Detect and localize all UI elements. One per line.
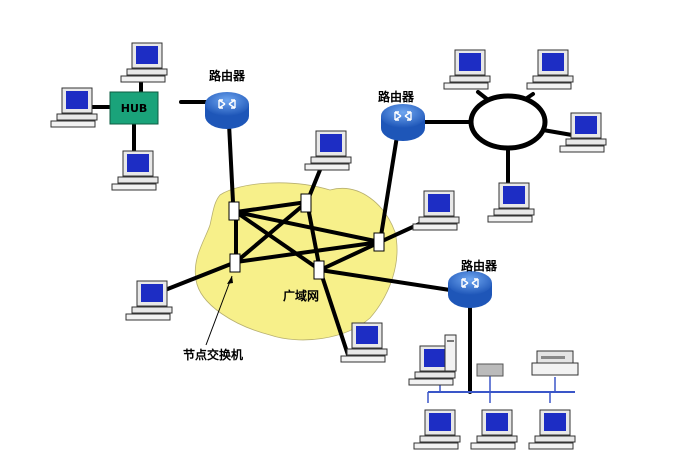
computer-icon: [111, 150, 159, 191]
router-3-label: 路由器: [461, 258, 498, 273]
server-icon: [444, 334, 457, 372]
wan-cloud: [194, 182, 398, 341]
hub-label: HUB: [121, 102, 148, 115]
pointer-arrow: [205, 275, 233, 346]
computer-icon: [125, 280, 173, 321]
computer-icon: [526, 49, 574, 90]
node-switch-5: [373, 232, 385, 252]
router-3-icon: [447, 270, 493, 309]
node-switch-1: [228, 201, 240, 221]
node-switch-2: [300, 193, 312, 213]
computer-icon: [413, 409, 461, 450]
computer-icon: [528, 409, 576, 450]
node-switch-4: [313, 260, 325, 280]
computer-icon: [304, 130, 352, 171]
hub-device: HUB: [109, 91, 159, 125]
wan-label: 广域网: [283, 288, 319, 303]
node-switch-3: [229, 253, 241, 273]
computer-icon: [470, 409, 518, 450]
computer-icon: [487, 182, 535, 223]
ring-network: [468, 93, 548, 151]
router-2-label: 路由器: [378, 89, 415, 104]
printer-icon: [531, 350, 579, 376]
computer-icon: [50, 87, 98, 128]
computer-icon: [443, 49, 491, 90]
router-2-icon: [380, 103, 426, 142]
node-switches: [228, 193, 385, 280]
router-1-label: 路由器: [209, 68, 246, 83]
bus-device-icon: [476, 363, 504, 377]
node-switch-label: 节点交换机: [183, 347, 243, 362]
computer-icon: [120, 42, 168, 83]
computer-icon: [412, 190, 460, 231]
router-1-icon: [204, 91, 250, 130]
